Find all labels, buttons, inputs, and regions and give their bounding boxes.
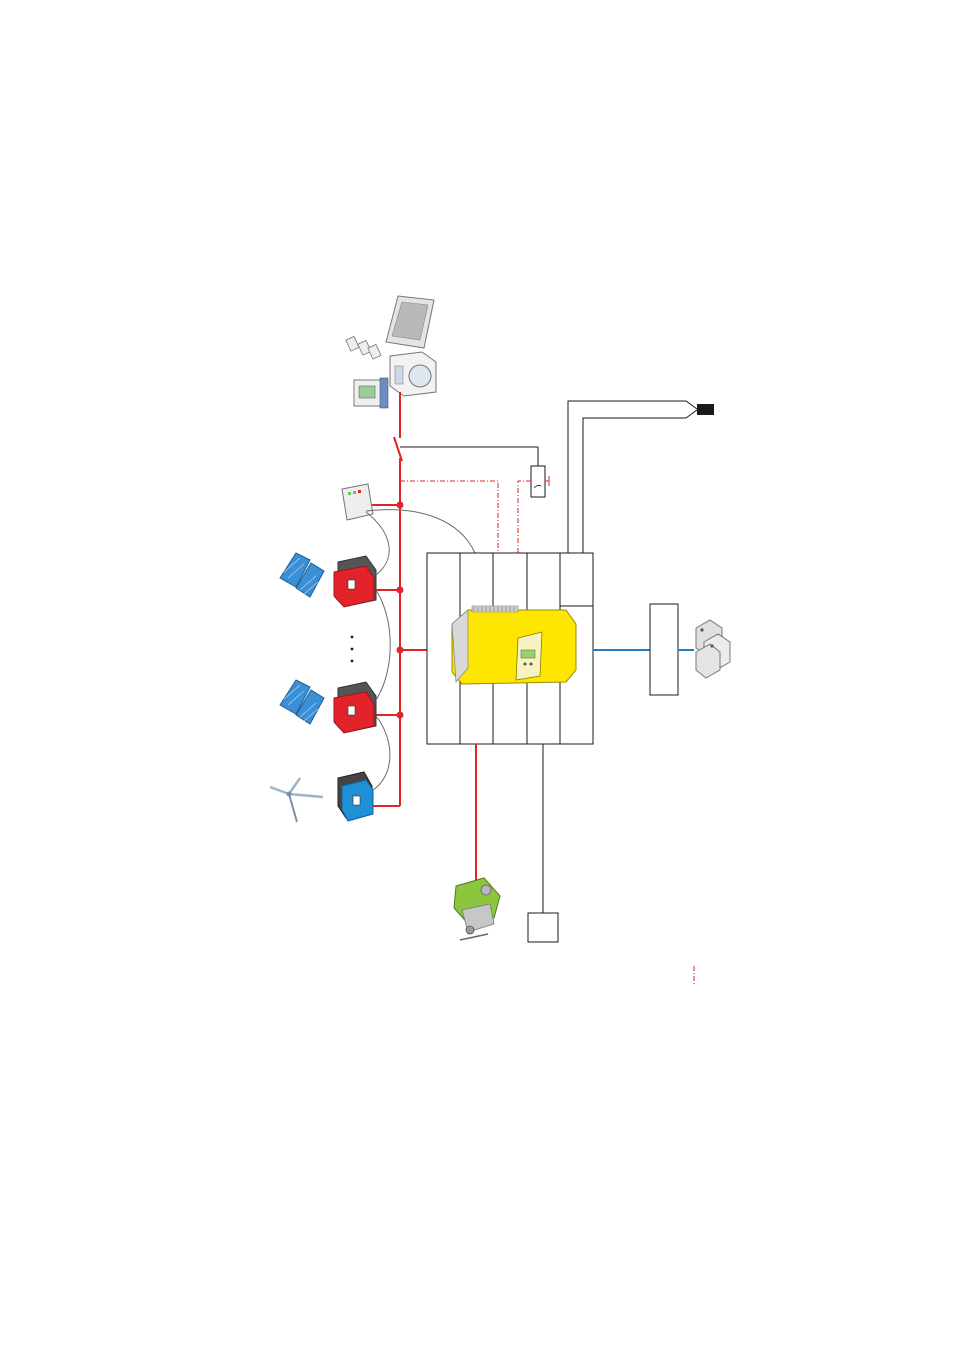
- ellipsis: [350, 635, 354, 663]
- pv-array-icon: [279, 552, 325, 598]
- ac-bus: [366, 392, 427, 807]
- battery-bank-icon: [695, 619, 731, 679]
- pv-inverter-icon: [333, 555, 377, 608]
- relay-icon: [530, 465, 550, 498]
- pv-array-icon: [279, 679, 325, 725]
- wind-inverter-icon: [337, 771, 374, 822]
- generator-icon: [453, 877, 501, 941]
- grid-switch-icon: [393, 436, 403, 462]
- wind-turbine-icon: [269, 777, 324, 823]
- sensor-plug-icon: [567, 400, 714, 553]
- battery-inverter-icon: [451, 605, 577, 685]
- communication-box-icon: [341, 483, 374, 521]
- battery-fuse-box: [649, 603, 679, 696]
- load-appliances-icon: [345, 295, 437, 409]
- pv-inverter-icon: [333, 681, 377, 734]
- load-box: [527, 912, 559, 943]
